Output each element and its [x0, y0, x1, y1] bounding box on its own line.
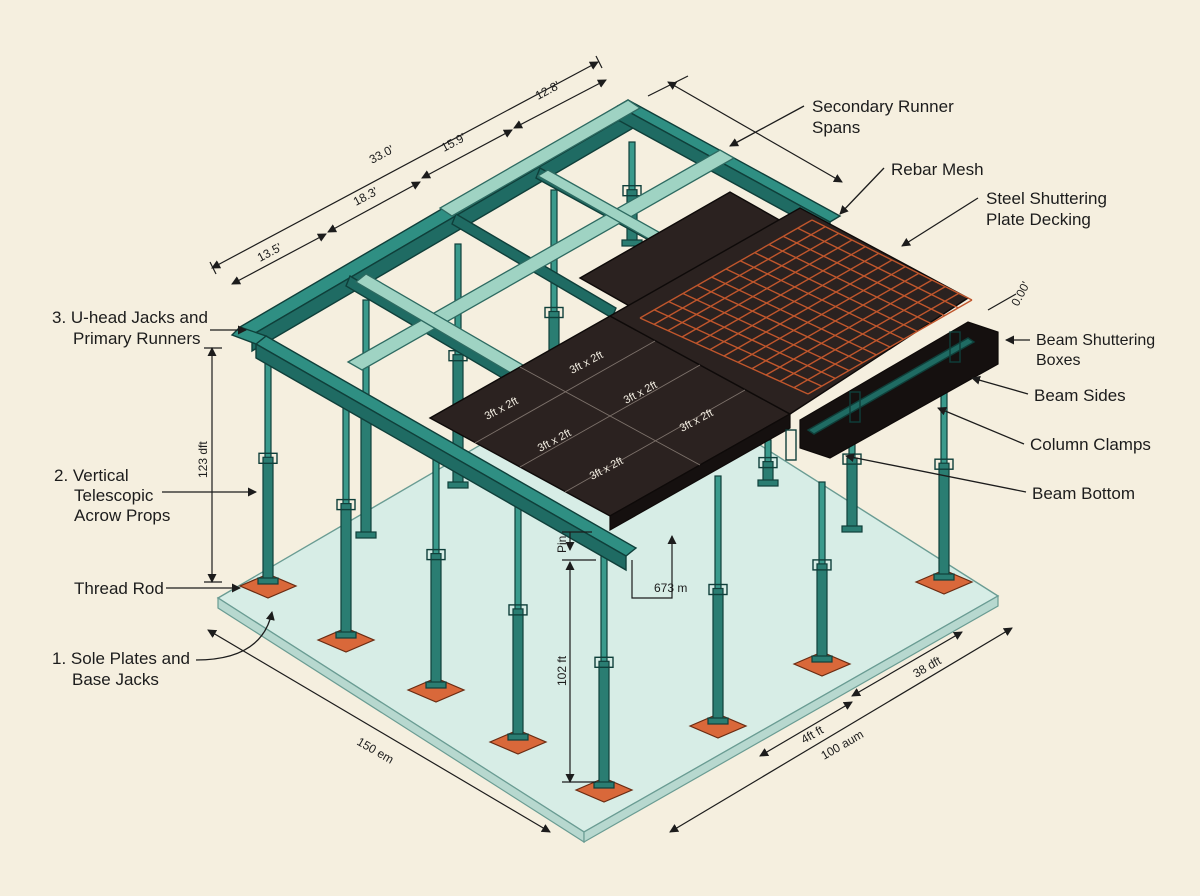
prop-pin-collar — [594, 656, 614, 668]
prop-pin-collar — [544, 306, 564, 319]
dim-12-8: 12.8' — [533, 78, 562, 102]
base-jack — [841, 525, 863, 533]
prop-pin-collar — [934, 458, 954, 470]
dim-673: 673 m — [654, 581, 687, 595]
label-vertical-props: 2. Vertical Telescopic Acrow Props — [54, 466, 170, 525]
prop-pin-collar — [508, 604, 528, 616]
base-jack — [335, 631, 357, 639]
callout-labels: Secondary Runner Spans Rebar Mesh Steel … — [52, 97, 1160, 689]
dim-150: 150 em — [355, 734, 397, 766]
base-jack — [707, 717, 729, 725]
dim-pin: Pin — [555, 536, 569, 553]
prop-pin-collar — [426, 548, 446, 561]
prop-outer-tube — [846, 457, 858, 529]
prop-outer-tube — [340, 503, 352, 635]
prop-pin-collar — [708, 583, 728, 596]
base-jack — [257, 577, 279, 585]
prop-outer-tube — [816, 563, 828, 659]
prop-outer-tube — [430, 552, 442, 685]
prop-pin-collar — [258, 452, 278, 464]
callout-leaders — [162, 105, 1030, 661]
rebar-bar — [779, 286, 946, 382]
prop-outer-tube — [712, 587, 724, 721]
prop-outer-tube — [938, 462, 950, 577]
base-jack — [757, 479, 779, 487]
dim-38: 38 dft — [911, 653, 945, 680]
steel-shuttering-decking — [428, 191, 970, 532]
rebar-bar — [807, 299, 973, 395]
rebar-bar — [797, 227, 959, 309]
dim-13-5: 13.5' — [255, 240, 284, 264]
dim-0-00: 0.00' — [1008, 279, 1032, 308]
base-jack — [425, 681, 447, 689]
dim-4ft: 4ft ft — [799, 722, 827, 746]
label-u-head-jacks: 3. U-head Jacks and Primary Runners — [52, 308, 213, 348]
label-beam-sides: Beam Sides — [1034, 386, 1126, 405]
dim-100: 100 aum — [819, 727, 866, 762]
base-jack — [933, 573, 955, 581]
prop-pin-collar — [336, 498, 356, 511]
base-jack — [593, 781, 615, 789]
rebar-bar — [811, 219, 973, 301]
prop-outer-tube — [598, 660, 610, 785]
prop-outer-tube — [360, 407, 372, 535]
rebar-bar — [793, 292, 960, 389]
base-jack — [355, 531, 377, 539]
label-thread-rod: Thread Rod — [74, 579, 164, 598]
dim-123: 123 dft — [196, 441, 210, 478]
label-beam-bottom: Beam Bottom — [1032, 484, 1135, 503]
prop-outer-tube — [762, 461, 774, 483]
dim-18-3: 18.3' — [351, 184, 380, 208]
dim-33-0: 33.0' — [367, 142, 396, 166]
label-secondary-runner: Secondary Runner Spans — [812, 97, 959, 137]
prop-pin-collar — [812, 559, 832, 571]
base-jack — [507, 733, 529, 741]
rebar-mesh — [639, 219, 973, 395]
prop-pin-collar — [622, 184, 642, 197]
base-jack — [447, 481, 469, 489]
label-steel-shuttering: Steel Shuttering Plate Decking — [986, 189, 1112, 229]
prop-pin-collar — [758, 456, 778, 469]
beam-shuttering-box — [785, 321, 999, 461]
prop-outer-tube — [262, 456, 274, 581]
dim-102: 102 ft — [555, 655, 569, 686]
prop-outer-tube — [512, 608, 524, 737]
label-column-clamps: Column Clamps — [1030, 435, 1151, 454]
label-beam-shuttering: Beam Shuttering Boxes — [1036, 332, 1160, 369]
label-rebar-mesh: Rebar Mesh — [891, 160, 984, 179]
label-sole-plates: 1. Sole Plates and Base Jacks — [52, 649, 195, 689]
base-jack — [811, 655, 833, 663]
